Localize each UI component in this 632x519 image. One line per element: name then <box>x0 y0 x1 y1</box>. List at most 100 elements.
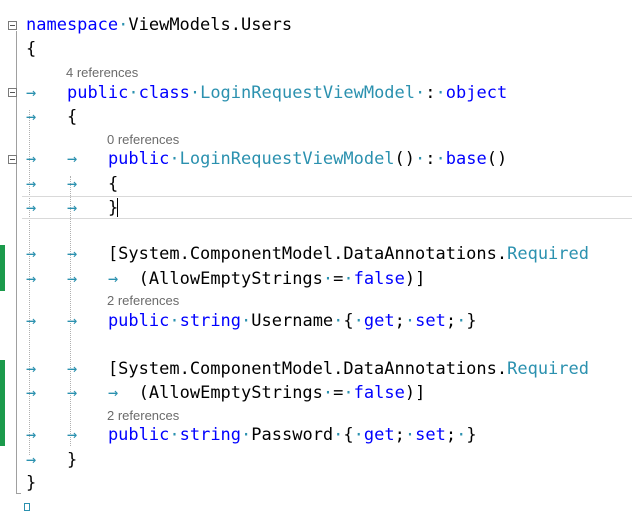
code-token: · <box>435 83 446 103</box>
code-token: → <box>66 174 78 194</box>
code-token: · <box>404 425 416 445</box>
code-token: = <box>333 269 344 289</box>
code-token <box>77 311 108 331</box>
code-token: · <box>456 311 467 331</box>
code-token: · <box>415 149 426 169</box>
code-token: → <box>26 107 37 127</box>
code-token <box>36 450 67 470</box>
code-token: → <box>66 383 78 403</box>
code-token <box>118 383 138 403</box>
code-token: } <box>66 450 78 470</box>
code-token: public <box>107 425 170 445</box>
collapse-constructor-icon[interactable] <box>8 155 17 164</box>
code-token <box>36 174 67 194</box>
collapse-class-icon[interactable] <box>8 88 17 97</box>
code-token: · <box>169 149 180 169</box>
code-token: · <box>128 83 139 103</box>
code-token: set <box>415 311 446 331</box>
code-line-13: → → → (AllowEmptyStrings·=·false)] <box>0 382 632 404</box>
username-codelens[interactable]: 2 references <box>107 293 180 308</box>
code-token: [System.ComponentModel.DataAnnotations. <box>107 359 508 379</box>
code-token <box>36 359 67 379</box>
code-token: → <box>26 174 37 194</box>
code-token: → <box>26 244 37 264</box>
code-token: → <box>66 311 78 331</box>
code-token: : <box>425 83 436 103</box>
code-token <box>77 244 108 264</box>
code-token: base <box>445 149 487 169</box>
class-codelens[interactable]: 4 references <box>66 65 139 80</box>
code-token: namespace <box>26 15 119 35</box>
code-token: → <box>66 198 78 218</box>
code-token: → <box>26 311 37 331</box>
code-token: · <box>322 383 334 403</box>
code-line-8: → → [System.ComponentModel.DataAnnotatio… <box>0 243 632 265</box>
change-indicator <box>0 360 5 446</box>
code-token <box>118 269 138 289</box>
code-token <box>77 269 108 289</box>
code-token: class <box>138 83 190 103</box>
code-token: · <box>322 269 334 289</box>
code-token: } <box>107 198 119 218</box>
code-token: (AllowEmptyStrings <box>138 269 323 289</box>
code-token <box>77 425 108 445</box>
code-token: → <box>26 149 37 169</box>
password-codelens[interactable]: 2 references <box>107 408 180 423</box>
line-end-marker <box>24 503 30 511</box>
code-token: } <box>466 311 477 331</box>
code-line-1: namespace·ViewModels.Users <box>0 14 632 36</box>
code-token: · <box>169 311 180 331</box>
code-token <box>77 149 108 169</box>
code-token: Password <box>251 425 334 445</box>
code-token <box>36 198 67 218</box>
code-token <box>77 174 108 194</box>
code-token: { <box>343 311 354 331</box>
code-token <box>36 269 67 289</box>
code-token: → <box>107 269 119 289</box>
code-token: · <box>415 83 426 103</box>
constructor-codelens[interactable]: 0 references <box>107 132 180 147</box>
code-token: LoginRequestViewModel <box>179 149 395 169</box>
code-token: () <box>486 149 508 169</box>
code-token: · <box>118 15 129 35</box>
code-token: → <box>26 198 37 218</box>
code-token: · <box>404 311 416 331</box>
code-token: ; <box>445 425 457 445</box>
code-token: { <box>107 174 119 194</box>
indent-guide <box>29 110 30 455</box>
code-token: string <box>179 425 242 445</box>
code-token: = <box>333 383 344 403</box>
code-token <box>36 425 67 445</box>
code-token: · <box>333 311 344 331</box>
code-token: → <box>107 383 119 403</box>
code-token: ; <box>445 311 457 331</box>
code-token: · <box>169 425 180 445</box>
code-token: · <box>343 269 354 289</box>
code-token: )] <box>404 269 426 289</box>
code-line-2: { <box>0 38 632 60</box>
code-token <box>36 149 67 169</box>
code-token: · <box>353 425 364 445</box>
code-token: { <box>66 107 78 127</box>
code-token: → <box>66 149 78 169</box>
code-line-16: } <box>0 472 632 494</box>
outline-fold-line <box>16 31 17 493</box>
code-token: get <box>363 311 395 331</box>
code-token: → <box>26 383 37 403</box>
change-indicator <box>0 245 5 291</box>
code-token: false <box>353 269 405 289</box>
code-token: false <box>353 383 405 403</box>
code-token <box>36 107 67 127</box>
code-token: Required <box>507 359 589 379</box>
code-token: → <box>66 244 78 264</box>
text-caret <box>117 198 118 217</box>
code-token: ; <box>394 311 405 331</box>
code-token: · <box>343 383 354 403</box>
code-line-10: → → public·string·Username·{·get;·set;·} <box>0 310 632 332</box>
code-token: : <box>425 149 436 169</box>
collapse-namespace-icon[interactable] <box>8 21 17 30</box>
code-token: { <box>343 425 354 445</box>
code-token: () <box>394 149 416 169</box>
code-token: · <box>241 311 252 331</box>
